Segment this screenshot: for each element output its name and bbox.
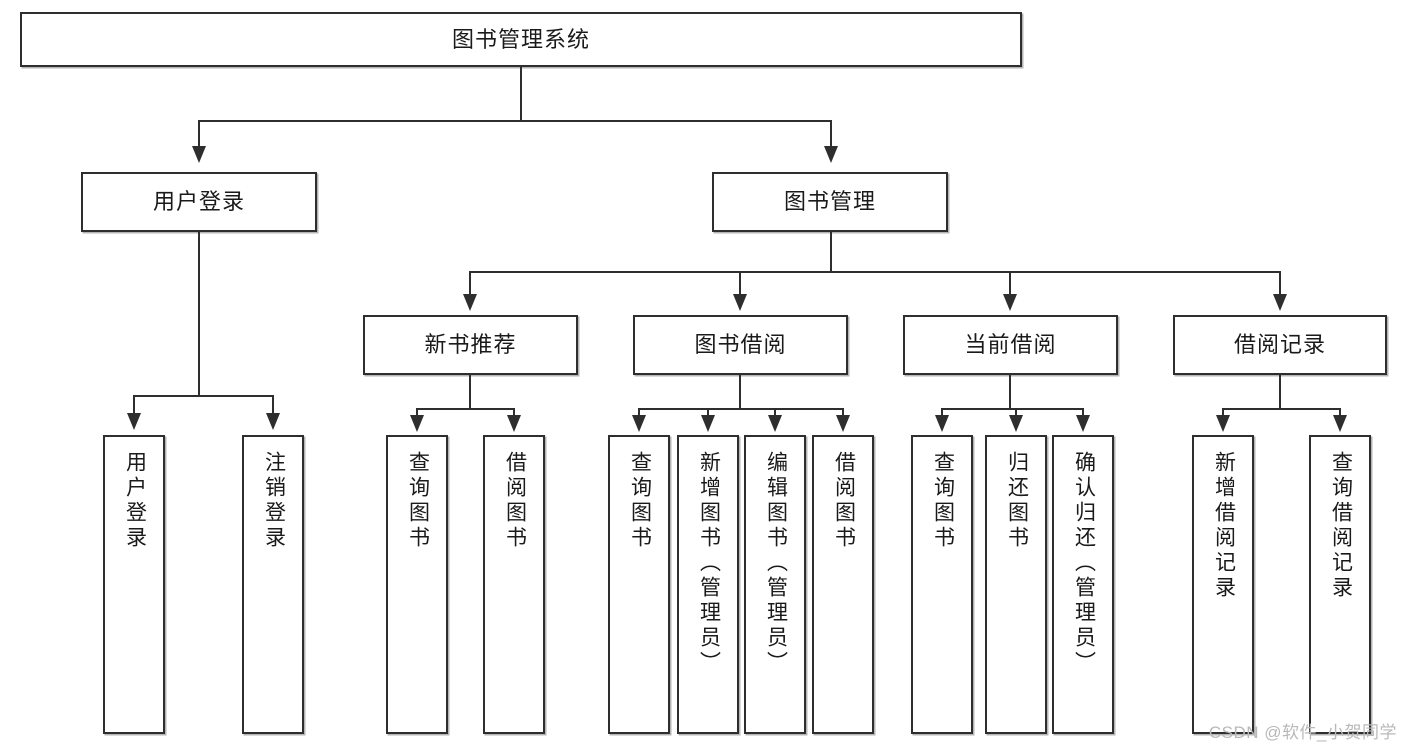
connector-borrow-record-bus xyxy=(1222,408,1339,410)
node-leaf-add-borrow-record-label: 新增借阅记录 xyxy=(1212,451,1236,601)
node-leaf-query-book-2-label: 查询图书 xyxy=(628,451,652,551)
arrow-current-borrow-to-leaf-3 xyxy=(1076,415,1090,432)
connector-book-borrow-bus xyxy=(638,408,843,410)
node-leaf-return-book[interactable]: 归还图书 xyxy=(985,435,1047,734)
node-leaf-confirm-return-admin[interactable]: 确认归还（管理员） xyxy=(1052,435,1114,734)
connector-current-borrow-stem xyxy=(1009,375,1011,408)
arrow-book-borrow-to-leaf-4 xyxy=(836,415,850,432)
connector-borrow-record-to-leaf-1 xyxy=(1222,408,1224,417)
node-leaf-query-book-2[interactable]: 查询图书 xyxy=(608,435,670,734)
node-book-manage[interactable]: 图书管理 xyxy=(712,172,948,232)
connector-book-manage-bus xyxy=(469,271,1280,273)
node-root[interactable]: 图书管理系统 xyxy=(20,12,1022,67)
node-user-login-label: 用户登录 xyxy=(152,189,245,215)
node-leaf-user-logout-label: 注销登录 xyxy=(262,451,286,551)
node-borrow-record[interactable]: 借阅记录 xyxy=(1173,315,1387,375)
arrow-root-to-book-manage xyxy=(824,146,838,163)
connector-current-borrow-to-leaf-2 xyxy=(1015,408,1017,417)
connector-user-login-to-leaf-2 xyxy=(272,395,274,415)
node-leaf-user-login[interactable]: 用户登录 xyxy=(103,435,165,734)
connector-borrow-record-stem xyxy=(1279,375,1281,408)
node-leaf-query-book-1-label: 查询图书 xyxy=(406,451,430,551)
node-book-borrow-label: 图书借阅 xyxy=(694,332,787,358)
arrow-to-current-borrow xyxy=(1003,294,1017,311)
node-leaf-borrow-book-2[interactable]: 借阅图书 xyxy=(812,435,874,734)
node-book-borrow[interactable]: 图书借阅 xyxy=(633,315,848,375)
connector-book-borrow-to-leaf-2 xyxy=(707,408,709,417)
arrow-current-borrow-to-leaf-2 xyxy=(1009,415,1023,432)
node-leaf-query-borrow-record[interactable]: 查询借阅记录 xyxy=(1309,435,1371,734)
connector-book-manage-to-borrow-record xyxy=(1279,271,1281,296)
connector-book-manage-to-new-book-rec xyxy=(469,271,471,296)
connector-borrow-record-to-leaf-2 xyxy=(1339,408,1341,417)
node-leaf-query-borrow-record-label: 查询借阅记录 xyxy=(1329,451,1353,601)
node-root-label: 图书管理系统 xyxy=(451,26,590,52)
node-leaf-query-book-3[interactable]: 查询图书 xyxy=(911,435,973,734)
connector-new-book-rec-bus xyxy=(416,408,514,410)
connector-new-book-rec-to-leaf-1 xyxy=(416,408,418,417)
arrow-book-borrow-to-leaf-1 xyxy=(632,415,646,432)
node-leaf-query-book-1[interactable]: 查询图书 xyxy=(386,435,448,734)
connector-current-borrow-to-leaf-3 xyxy=(1082,408,1084,417)
arrow-new-book-rec-to-leaf-2 xyxy=(507,415,521,432)
arrow-to-book-borrow xyxy=(733,294,747,311)
connector-root-bus xyxy=(198,120,832,122)
connector-new-book-rec-to-leaf-2 xyxy=(513,408,515,417)
arrow-user-login-to-leaf-2 xyxy=(266,413,280,430)
arrow-to-borrow-record xyxy=(1273,294,1287,311)
arrow-user-login-to-leaf-1 xyxy=(127,413,141,430)
arrow-book-borrow-to-leaf-3 xyxy=(768,415,782,432)
arrow-borrow-record-to-leaf-1 xyxy=(1216,415,1230,432)
connector-user-login-to-leaf-1 xyxy=(133,395,135,415)
node-leaf-borrow-book-1[interactable]: 借阅图书 xyxy=(483,435,545,734)
node-leaf-borrow-book-2-label: 借阅图书 xyxy=(832,451,856,551)
arrow-new-book-rec-to-leaf-1 xyxy=(410,415,424,432)
connector-root-stem xyxy=(520,67,522,120)
connector-user-login-bus xyxy=(133,395,273,397)
arrow-root-to-user-login xyxy=(192,146,206,163)
node-borrow-record-label: 借阅记录 xyxy=(1233,332,1326,358)
connector-root-to-user-login xyxy=(198,120,200,148)
connector-current-borrow-to-leaf-1 xyxy=(941,408,943,417)
node-leaf-user-login-label: 用户登录 xyxy=(123,451,147,551)
node-leaf-user-logout[interactable]: 注销登录 xyxy=(242,435,304,734)
connector-book-borrow-to-leaf-1 xyxy=(638,408,640,417)
connector-book-manage-to-current-borrow xyxy=(1009,271,1011,296)
node-new-book-rec[interactable]: 新书推荐 xyxy=(363,315,578,375)
connector-book-manage-stem xyxy=(830,232,832,271)
node-leaf-add-book-admin[interactable]: 新增图书（管理员） xyxy=(677,435,739,734)
connector-book-borrow-to-leaf-4 xyxy=(842,408,844,417)
node-leaf-edit-book-admin[interactable]: 编辑图书（管理员） xyxy=(744,435,806,734)
arrow-borrow-record-to-leaf-2 xyxy=(1333,415,1347,432)
node-leaf-borrow-book-1-label: 借阅图书 xyxy=(503,451,527,551)
connector-book-manage-to-book-borrow xyxy=(739,271,741,296)
node-leaf-add-book-admin-label: 新增图书（管理员） xyxy=(697,451,721,676)
connector-book-borrow-to-leaf-3 xyxy=(774,408,776,417)
node-leaf-confirm-return-admin-label: 确认归还（管理员） xyxy=(1072,451,1096,676)
node-current-borrow[interactable]: 当前借阅 xyxy=(903,315,1118,375)
node-new-book-rec-label: 新书推荐 xyxy=(424,332,517,358)
node-leaf-edit-book-admin-label: 编辑图书（管理员） xyxy=(764,451,788,676)
arrow-to-new-book-rec xyxy=(463,294,477,311)
node-leaf-query-book-3-label: 查询图书 xyxy=(931,451,955,551)
connector-current-borrow-bus xyxy=(941,408,1082,410)
node-leaf-add-borrow-record[interactable]: 新增借阅记录 xyxy=(1192,435,1254,734)
node-user-login[interactable]: 用户登录 xyxy=(81,172,317,232)
node-book-manage-label: 图书管理 xyxy=(783,189,876,215)
arrow-book-borrow-to-leaf-2 xyxy=(701,415,715,432)
csdn-watermark: CSDN @软件_小贺同学 xyxy=(1208,723,1397,742)
connector-root-to-book-manage xyxy=(830,120,832,148)
connector-book-borrow-stem xyxy=(739,375,741,408)
connector-new-book-rec-stem xyxy=(469,375,471,408)
arrow-current-borrow-to-leaf-1 xyxy=(935,415,949,432)
node-leaf-return-book-label: 归还图书 xyxy=(1005,451,1029,551)
connector-user-login-stem xyxy=(198,232,200,395)
node-current-borrow-label: 当前借阅 xyxy=(964,332,1057,358)
